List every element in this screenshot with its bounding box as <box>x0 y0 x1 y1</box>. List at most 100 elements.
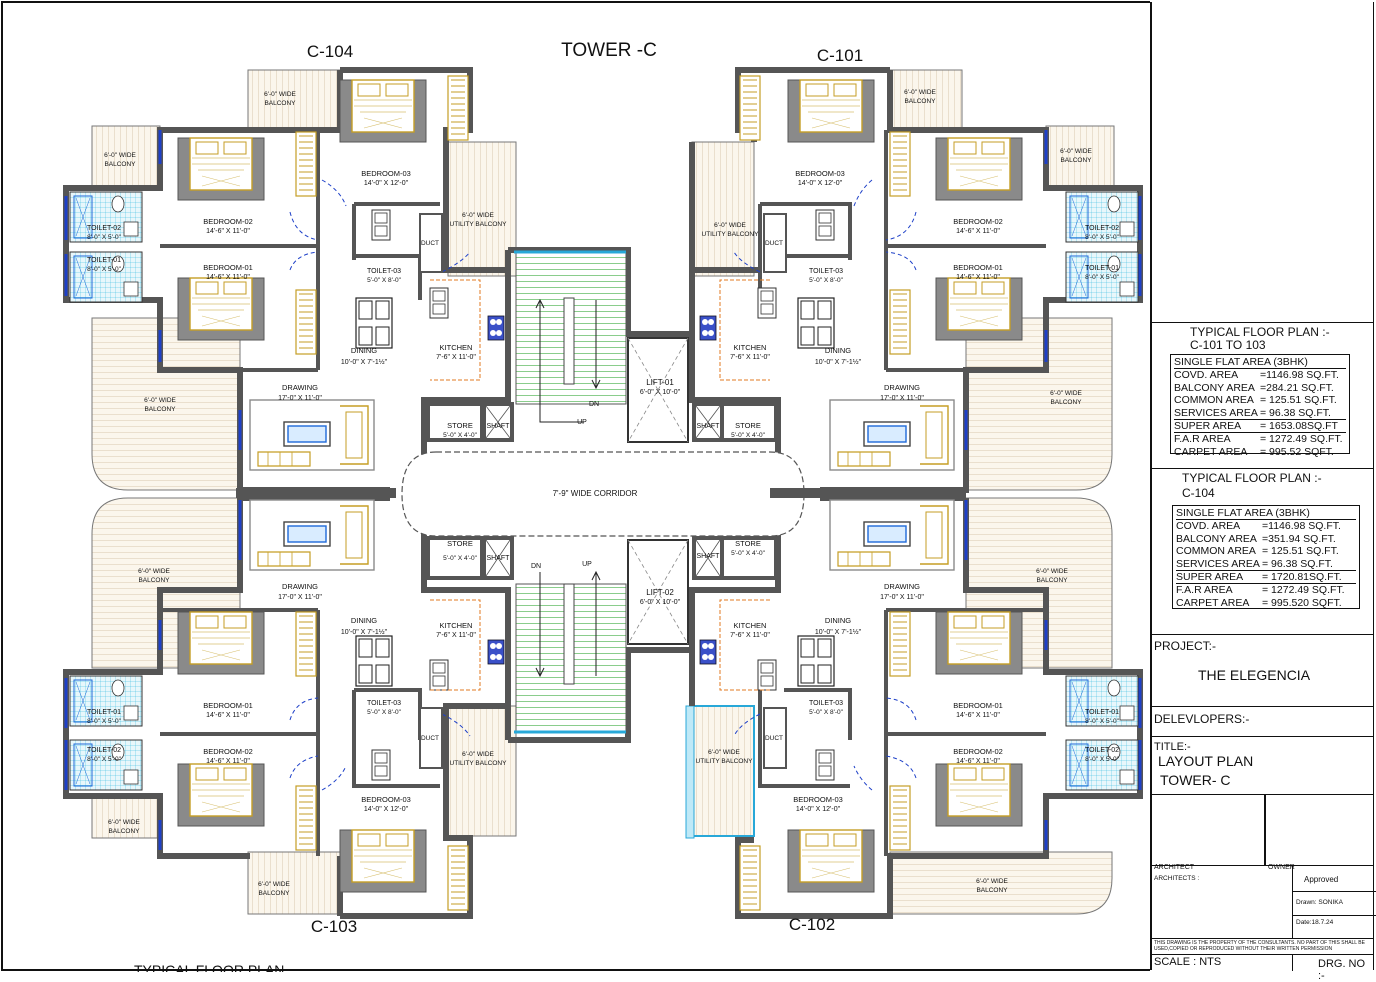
svg-text:10'-0" X 7'-1½": 10'-0" X 7'-1½" <box>341 628 388 636</box>
svg-text:5'-0" X 8'-0": 5'-0" X 8'-0" <box>809 709 844 716</box>
svg-text:BEDROOM-02: BEDROOM-02 <box>953 747 1003 756</box>
plan2-area-table: SINGLE FLAT AREA (3BHK) COVD. AREA=1146.… <box>1172 505 1360 609</box>
svg-text:TOILET-02: TOILET-02 <box>1085 747 1119 754</box>
svg-text:KITCHEN: KITCHEN <box>440 621 473 630</box>
svg-text:BALCONY: BALCONY <box>138 577 170 584</box>
svg-text:TOILET-03: TOILET-03 <box>367 700 401 707</box>
svg-text:5'-0" X 4'-0": 5'-0" X 4'-0" <box>443 432 478 439</box>
svg-text:5'-0" X 4'-0": 5'-0" X 4'-0" <box>731 550 766 557</box>
svg-text:6'-0" WIDE: 6'-0" WIDE <box>714 222 746 229</box>
svg-text:TOILET-02: TOILET-02 <box>87 747 121 754</box>
svg-text:6'-0" WIDE: 6'-0" WIDE <box>904 89 936 96</box>
svg-text:LIFT-02: LIFT-02 <box>646 588 674 597</box>
svg-text:14'-0" X 12'-0": 14'-0" X 12'-0" <box>798 180 843 187</box>
unit-label-c101: C-101 <box>817 46 863 65</box>
svg-text:5'-0" X 8'-0": 5'-0" X 8'-0" <box>367 709 402 716</box>
svg-text:6'-0" WIDE: 6'-0" WIDE <box>976 878 1008 885</box>
svg-text:TOILET-01: TOILET-01 <box>87 709 121 716</box>
svg-text:DUCT: DUCT <box>765 240 783 247</box>
svg-text:6'-0" WIDE: 6'-0" WIDE <box>138 568 170 575</box>
svg-text:17'-0" X 11'-0": 17'-0" X 11'-0" <box>880 594 924 601</box>
svg-text:BALCONY: BALCONY <box>976 887 1008 894</box>
project-section: PROJECT:- THE ELEGENCIA <box>1152 634 1373 706</box>
svg-text:SHAFT: SHAFT <box>487 423 511 430</box>
svg-text:TOILET-03: TOILET-03 <box>809 700 843 707</box>
svg-text:SHAFT: SHAFT <box>487 555 511 562</box>
svg-text:8'-0" X 5'-0": 8'-0" X 5'-0" <box>87 234 122 241</box>
svg-text:8'-0" X 5'-0": 8'-0" X 5'-0" <box>1085 718 1120 725</box>
unit-label-c104: C-104 <box>307 42 353 61</box>
svg-text:14'-6" X 11'-0": 14'-6" X 11'-0" <box>956 758 1000 765</box>
svg-text:DUCT: DUCT <box>421 240 439 247</box>
svg-text:6'-0" WIDE: 6'-0" WIDE <box>264 91 296 98</box>
svg-text:STORE: STORE <box>447 421 473 430</box>
svg-text:DRAWING: DRAWING <box>282 383 318 392</box>
svg-text:BEDROOM-01: BEDROOM-01 <box>953 263 1003 272</box>
svg-text:DRAWING: DRAWING <box>282 582 318 591</box>
svg-text:14'-6" X 11'-0": 14'-6" X 11'-0" <box>206 758 250 765</box>
svg-text:8'-0" X 5'-0": 8'-0" X 5'-0" <box>1085 756 1120 763</box>
svg-text:DUCT: DUCT <box>421 735 439 742</box>
svg-text:14'-6" X 11'-0": 14'-6" X 11'-0" <box>206 712 250 719</box>
plan1-section: TYPICAL FLOOR PLAN :- C-101 TO 103 SINGL… <box>1152 322 1373 468</box>
svg-text:DN: DN <box>589 401 599 408</box>
svg-text:DN: DN <box>531 563 541 570</box>
svg-text:KITCHEN: KITCHEN <box>734 343 767 352</box>
svg-text:TOILET-02: TOILET-02 <box>1085 225 1119 232</box>
svg-text:DINING: DINING <box>825 346 851 355</box>
svg-text:UTILITY BALCONY: UTILITY BALCONY <box>696 758 754 765</box>
svg-text:BALCONY: BALCONY <box>1036 577 1068 584</box>
plan1-area-table: SINGLE FLAT AREA (3BHK) COVD. AREA=1146.… <box>1170 354 1350 458</box>
svg-text:14'-0" X 12'-0": 14'-0" X 12'-0" <box>364 180 409 187</box>
scale-section: SCALE : NTS DRG. NO :- <box>1152 954 1373 982</box>
svg-text:BEDROOM-01: BEDROOM-01 <box>953 701 1003 710</box>
unit-label-c102: C-102 <box>789 915 835 934</box>
svg-text:17'-0" X 11'-0": 17'-0" X 11'-0" <box>278 395 322 402</box>
svg-text:BEDROOM-01: BEDROOM-01 <box>203 263 253 272</box>
svg-text:6'-0" WIDE: 6'-0" WIDE <box>1050 390 1082 397</box>
svg-text:5'-0" X 4'-0": 5'-0" X 4'-0" <box>731 432 766 439</box>
svg-text:SHAFT: SHAFT <box>697 423 721 430</box>
svg-text:8'-0" X 5'-0": 8'-0" X 5'-0" <box>87 756 122 763</box>
svg-text:BALCONY: BALCONY <box>258 890 290 897</box>
svg-text:10'-0" X 7'-1½": 10'-0" X 7'-1½" <box>341 358 388 366</box>
svg-text:DRAWING: DRAWING <box>884 383 920 392</box>
balconies <box>91 69 1115 915</box>
svg-text:STORE: STORE <box>735 421 761 430</box>
svg-text:LIFT-01: LIFT-01 <box>646 378 674 387</box>
svg-text:17'-0" X 11'-0": 17'-0" X 11'-0" <box>278 594 322 601</box>
svg-text:17'-0" X 11'-0": 17'-0" X 11'-0" <box>880 395 924 402</box>
svg-text:STORE: STORE <box>735 539 761 548</box>
svg-text:6'-0" WIDE: 6'-0" WIDE <box>1036 568 1068 575</box>
svg-text:14'-0" X 12'-0": 14'-0" X 12'-0" <box>364 806 409 813</box>
svg-text:8'-0" X 5'-0": 8'-0" X 5'-0" <box>87 718 122 725</box>
svg-text:TOILET-02: TOILET-02 <box>87 225 121 232</box>
svg-text:BEDROOM-03: BEDROOM-03 <box>793 795 843 804</box>
floor-plan-drawing: TOWER -C C-104 C-101 C-103 C-102 7'-9" W… <box>1 1 1150 972</box>
svg-text:DINING: DINING <box>825 616 851 625</box>
svg-text:14'-6" X 11'-0": 14'-6" X 11'-0" <box>206 274 250 281</box>
svg-text:BALCONY: BALCONY <box>108 828 140 835</box>
svg-text:5'-0" X 8'-0": 5'-0" X 8'-0" <box>809 277 844 284</box>
svg-text:6'-0" X 10'-0": 6'-0" X 10'-0" <box>640 389 681 396</box>
svg-text:5'-0" X 8'-0": 5'-0" X 8'-0" <box>367 277 402 284</box>
svg-text:BEDROOM-02: BEDROOM-02 <box>203 217 253 226</box>
svg-text:SHAFT: SHAFT <box>697 553 721 560</box>
svg-text:DRAWING: DRAWING <box>884 582 920 591</box>
windows <box>64 130 1142 850</box>
svg-text:KITCHEN: KITCHEN <box>440 343 473 352</box>
svg-text:6'-0" WIDE: 6'-0" WIDE <box>1060 148 1092 155</box>
disclaimer: THIS DRAWING IS THE PROPERTY OF THE CONS… <box>1152 938 1373 954</box>
svg-text:5'-0" X 4'-0": 5'-0" X 4'-0" <box>443 555 478 562</box>
svg-text:14'-6" X 11'-0": 14'-6" X 11'-0" <box>206 228 250 235</box>
title-block: TYPICAL FLOOR PLAN :- C-101 TO 103 SINGL… <box>1150 2 1376 982</box>
svg-text:BALCONY: BALCONY <box>1060 157 1092 164</box>
svg-text:7'-6" X 11'-0": 7'-6" X 11'-0" <box>436 632 476 639</box>
svg-text:BEDROOM-03: BEDROOM-03 <box>361 169 411 178</box>
svg-text:14'-6" X 11'-0": 14'-6" X 11'-0" <box>956 274 1000 281</box>
svg-text:14'-0" X 12'-0": 14'-0" X 12'-0" <box>796 806 841 813</box>
svg-text:BEDROOM-03: BEDROOM-03 <box>361 795 411 804</box>
svg-text:TOILET-01: TOILET-01 <box>1085 265 1119 272</box>
svg-text:UTILITY BALCONY: UTILITY BALCONY <box>450 760 508 767</box>
svg-text:7'-6" X 11'-0": 7'-6" X 11'-0" <box>730 632 770 639</box>
